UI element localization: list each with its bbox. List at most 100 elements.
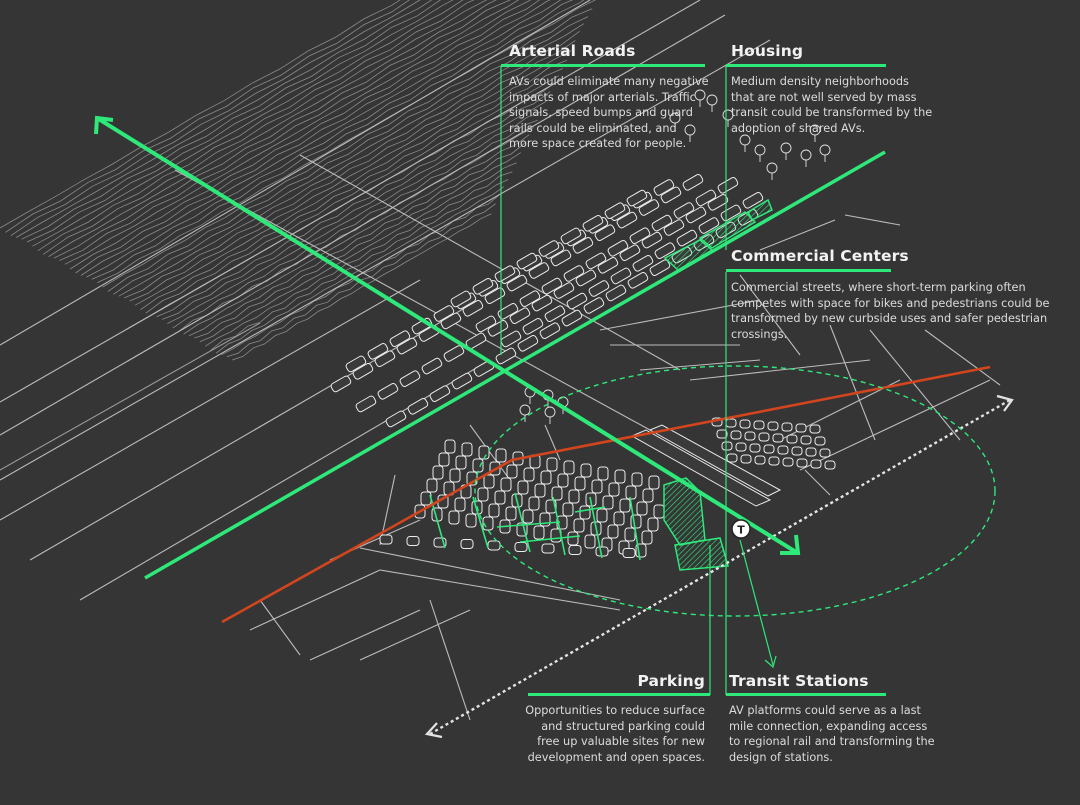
row-house xyxy=(605,284,627,302)
row-house xyxy=(509,307,531,324)
parked-car xyxy=(426,478,438,493)
parked-car xyxy=(636,501,648,516)
parked-car xyxy=(641,530,653,545)
parked-car xyxy=(477,487,489,502)
parked-car xyxy=(487,540,501,551)
parked-car xyxy=(533,525,545,540)
parked-car xyxy=(622,548,636,558)
housing-title: Housing xyxy=(731,42,804,60)
parked-car xyxy=(735,442,747,452)
row-house xyxy=(374,350,396,367)
row-house xyxy=(553,282,575,299)
parked-car xyxy=(716,429,728,439)
row-house xyxy=(396,337,418,355)
parked-car xyxy=(574,476,586,491)
transit-stations-description: AV platforms could serve as a last mile … xyxy=(729,704,935,764)
parked-car xyxy=(730,430,742,440)
parked-car xyxy=(624,527,636,542)
parked-car xyxy=(546,457,558,472)
water-wave-line xyxy=(26,0,454,243)
row-house xyxy=(407,397,429,415)
parked-car xyxy=(739,419,751,429)
parking-callout: Parking Opportunities to reduce surface … xyxy=(520,672,705,765)
water-wave-line xyxy=(210,179,509,351)
parked-car xyxy=(534,483,546,498)
water-wave-line xyxy=(37,0,475,252)
parked-car xyxy=(472,458,484,473)
parked-car xyxy=(725,418,737,428)
row-house xyxy=(651,214,673,232)
parked-car xyxy=(767,421,779,431)
housing-callout: Housing Medium density neighborhoods tha… xyxy=(731,42,932,136)
water-wave-line xyxy=(156,91,551,318)
water-wave-line xyxy=(97,0,597,283)
parked-car xyxy=(500,477,512,492)
parked-car xyxy=(584,534,596,549)
parked-car xyxy=(647,517,659,532)
parked-car xyxy=(541,543,555,554)
row-house xyxy=(522,317,544,335)
row-house xyxy=(506,274,528,292)
parked-car xyxy=(449,468,461,483)
parking-description: Opportunities to reduce surface and stru… xyxy=(525,704,705,764)
parked-car xyxy=(488,503,500,518)
parked-car xyxy=(805,447,817,457)
green-axis-sw-ne xyxy=(144,150,886,580)
water-wave-line xyxy=(69,0,540,270)
transit-station-marker: T xyxy=(731,519,751,539)
parked-car xyxy=(461,442,473,457)
row-house xyxy=(653,179,675,196)
water-wave-line xyxy=(91,0,585,280)
row-house xyxy=(528,262,550,279)
water-wave-line xyxy=(204,171,513,347)
parked-car xyxy=(528,496,540,511)
parked-car xyxy=(563,460,575,475)
row-house xyxy=(627,271,649,289)
row-house xyxy=(582,214,604,232)
water-wave-line xyxy=(32,0,464,247)
water-wave-line xyxy=(0,0,401,229)
parked-car xyxy=(795,423,807,433)
parked-car xyxy=(772,433,784,443)
parked-car xyxy=(460,539,474,549)
parked-car xyxy=(454,497,466,512)
parked-car xyxy=(455,455,467,470)
row-house xyxy=(475,315,497,333)
redevelopment-sites xyxy=(663,198,773,571)
row-house xyxy=(673,202,695,219)
parked-car xyxy=(540,470,552,485)
water-wave-line xyxy=(194,152,522,339)
water-wave-line xyxy=(113,23,585,295)
row-house xyxy=(451,372,473,390)
parked-car xyxy=(495,448,507,463)
parked-car xyxy=(444,439,456,454)
tree-canopy xyxy=(754,144,766,156)
water-wave-line xyxy=(80,0,562,276)
green-arrowhead-nw xyxy=(94,115,114,135)
row-house xyxy=(462,299,484,317)
water-wave-line xyxy=(215,186,505,354)
parked-car xyxy=(568,489,580,504)
row-house xyxy=(472,277,494,295)
row-house xyxy=(561,309,583,327)
water-wave-line xyxy=(199,162,517,343)
row-house xyxy=(516,252,538,270)
row-house xyxy=(638,199,660,216)
parked-car xyxy=(573,518,585,533)
commercial-centers-callout: Commercial Centers Commercial streets, w… xyxy=(731,247,1049,342)
water-wave-line xyxy=(161,101,547,320)
row-house xyxy=(519,290,541,307)
parking-bar xyxy=(528,693,710,696)
row-house xyxy=(355,395,377,413)
parked-car xyxy=(614,469,626,484)
water-wave-line xyxy=(188,142,526,337)
water-wave-line xyxy=(64,0,532,265)
parked-car xyxy=(602,495,614,510)
row-house xyxy=(443,345,465,362)
row-house xyxy=(660,186,682,204)
row-house xyxy=(440,312,462,330)
tree-canopy xyxy=(766,162,778,174)
row-house xyxy=(588,280,610,297)
row-house xyxy=(538,240,560,257)
water-wave-line xyxy=(172,119,538,329)
